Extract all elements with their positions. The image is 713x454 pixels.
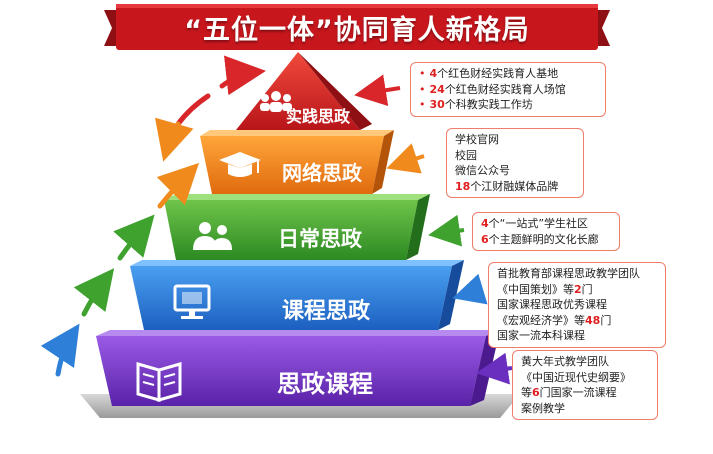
graduation-cap-icon xyxy=(219,152,261,177)
tier-label-daily: 日常思政 xyxy=(278,227,363,251)
list-item: 微信公众号 xyxy=(455,164,510,178)
tier-ideology-course xyxy=(96,330,500,406)
list-item: 校园 xyxy=(455,148,477,162)
computer-monitor-icon xyxy=(173,284,211,319)
list-item: 4个“一站式”学生社区 xyxy=(481,217,589,230)
info-box-network: 学校官网 校园 微信公众号 18个江财融媒体品牌 xyxy=(446,128,584,199)
arrow-to-daily xyxy=(428,214,465,247)
list-item: 《中国策划》等2门 xyxy=(497,282,593,296)
page-title: “五位一体”协同育人新格局 xyxy=(184,14,530,46)
info-box-practice: 4个红色财经实践育人基地 24个红色财经实践育人场馆 30个科教实践工作坊 xyxy=(410,62,606,117)
open-book-icon xyxy=(136,362,182,402)
upward-progress-arrow xyxy=(40,55,266,377)
info-box-course: 首批教育部课程思政教学团队 《中国策划》等2门 国家课程思政优秀课程 《宏观经济… xyxy=(488,262,666,348)
tier-label-practice: 实践思政 xyxy=(286,107,351,126)
tier-network-ideology xyxy=(200,130,394,194)
users-icon xyxy=(193,222,232,250)
arrow-to-course xyxy=(452,273,488,305)
list-item: 24个红色财经实践育人场馆 xyxy=(419,82,597,98)
list-item: 国家一流本科课程 xyxy=(497,329,585,343)
list-item: 《宏观经济学》等48门 xyxy=(497,313,612,327)
list-item: 30个科教实践工作坊 xyxy=(419,97,597,113)
tier-label-network: 网络思政 xyxy=(282,161,363,185)
tier-label-course: 课程思政 xyxy=(282,298,371,324)
tier-course-ideology xyxy=(130,260,464,330)
list-item: 学校官网 xyxy=(455,133,499,146)
list-item: 18个江财融媒体品牌 xyxy=(455,179,559,193)
list-item: 国家课程思政优秀课程 xyxy=(497,298,607,312)
arrow-to-practice xyxy=(354,74,401,107)
arrow-to-network xyxy=(386,143,425,174)
list-item: 等6门国家一流课程 xyxy=(521,386,617,400)
list-item: 4个红色财经实践育人基地 xyxy=(419,66,597,82)
list-item: 黄大年式教学团队 xyxy=(521,355,609,368)
connector-arrows xyxy=(354,74,513,385)
info-box-ideology: 黄大年式教学团队 《中国近现代史纲要》 等6门国家一流课程 案例教学 xyxy=(512,350,658,421)
arrow-to-ideology xyxy=(476,352,513,385)
list-item: 案例教学 xyxy=(521,401,565,415)
list-item: 《中国近现代史纲要》 xyxy=(521,370,631,384)
info-box-daily: 4个“一站式”学生社区 6个主题鲜明的文化长廊 xyxy=(472,212,620,252)
tier-label-ideology: 思政课程 xyxy=(277,370,373,398)
list-item: 6个主题鲜明的文化长廊 xyxy=(481,232,599,246)
people-group-icon xyxy=(260,91,292,112)
list-item: 首批教育部课程思政教学团队 xyxy=(497,267,640,280)
title-banner-shape xyxy=(104,4,610,50)
